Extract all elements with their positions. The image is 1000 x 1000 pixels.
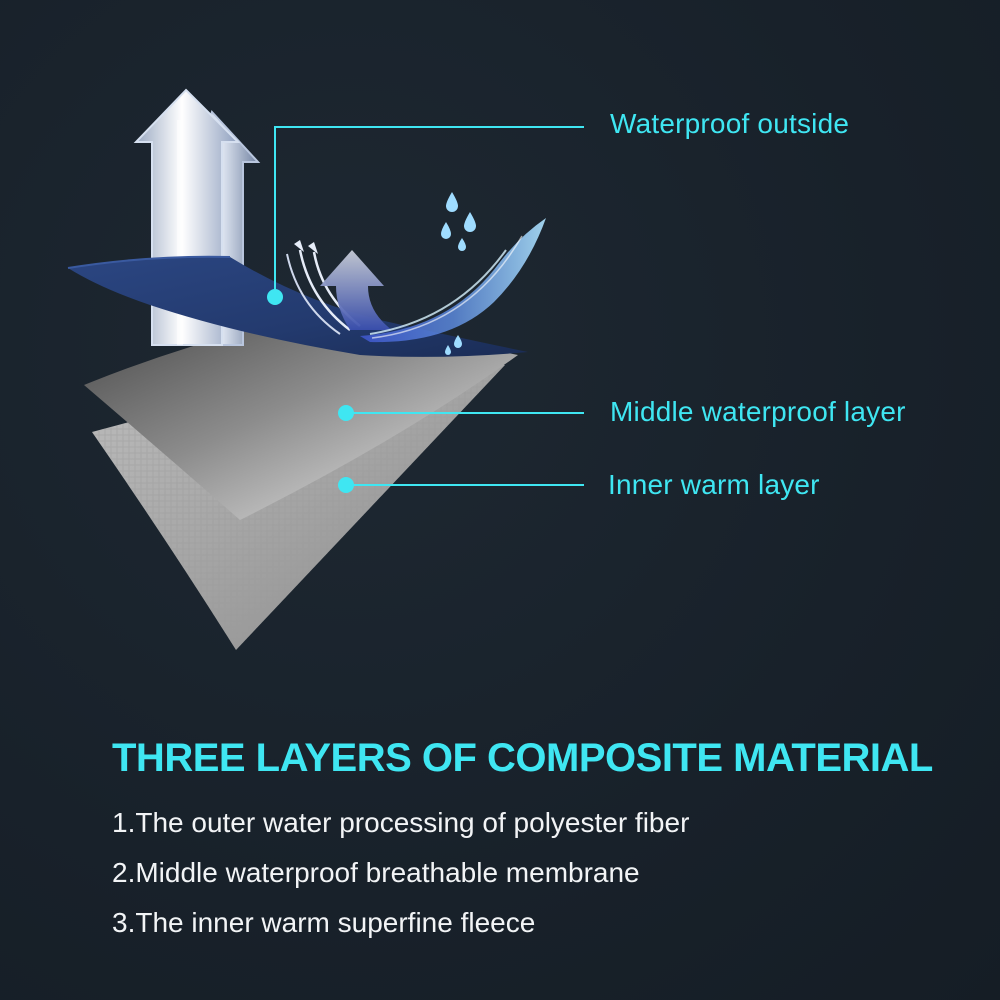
feature-item-middle: 2.Middle waterproof breathable membrane — [112, 857, 640, 888]
callout-middle — [338, 405, 584, 421]
callout-label-middle-layer: Middle waterproof layer — [610, 396, 906, 427]
breathable-arrow-icon — [286, 240, 361, 335]
section-heading: THREE LAYERS OF COMPOSITE MATERIAL — [112, 736, 933, 780]
middle-waterproof-layer — [84, 318, 518, 520]
feature-item-inner: 3.The inner warm superfine fleece — [112, 907, 536, 938]
fabric-layers-illustration — [67, 88, 584, 650]
wave-icon — [360, 218, 546, 343]
breathable-arrow-icon — [320, 250, 392, 330]
feature-list: 1.The outer water processing of polyeste… — [112, 798, 689, 948]
callout-label-inner-layer: Inner warm layer — [608, 469, 820, 500]
callout-inner — [338, 477, 584, 493]
feature-item-outer: 1.The outer water processing of polyeste… — [112, 807, 690, 838]
water-drop-icon — [441, 192, 476, 355]
callout-outside — [267, 126, 584, 305]
callout-label-waterproof-outside: Waterproof outside — [610, 108, 850, 139]
